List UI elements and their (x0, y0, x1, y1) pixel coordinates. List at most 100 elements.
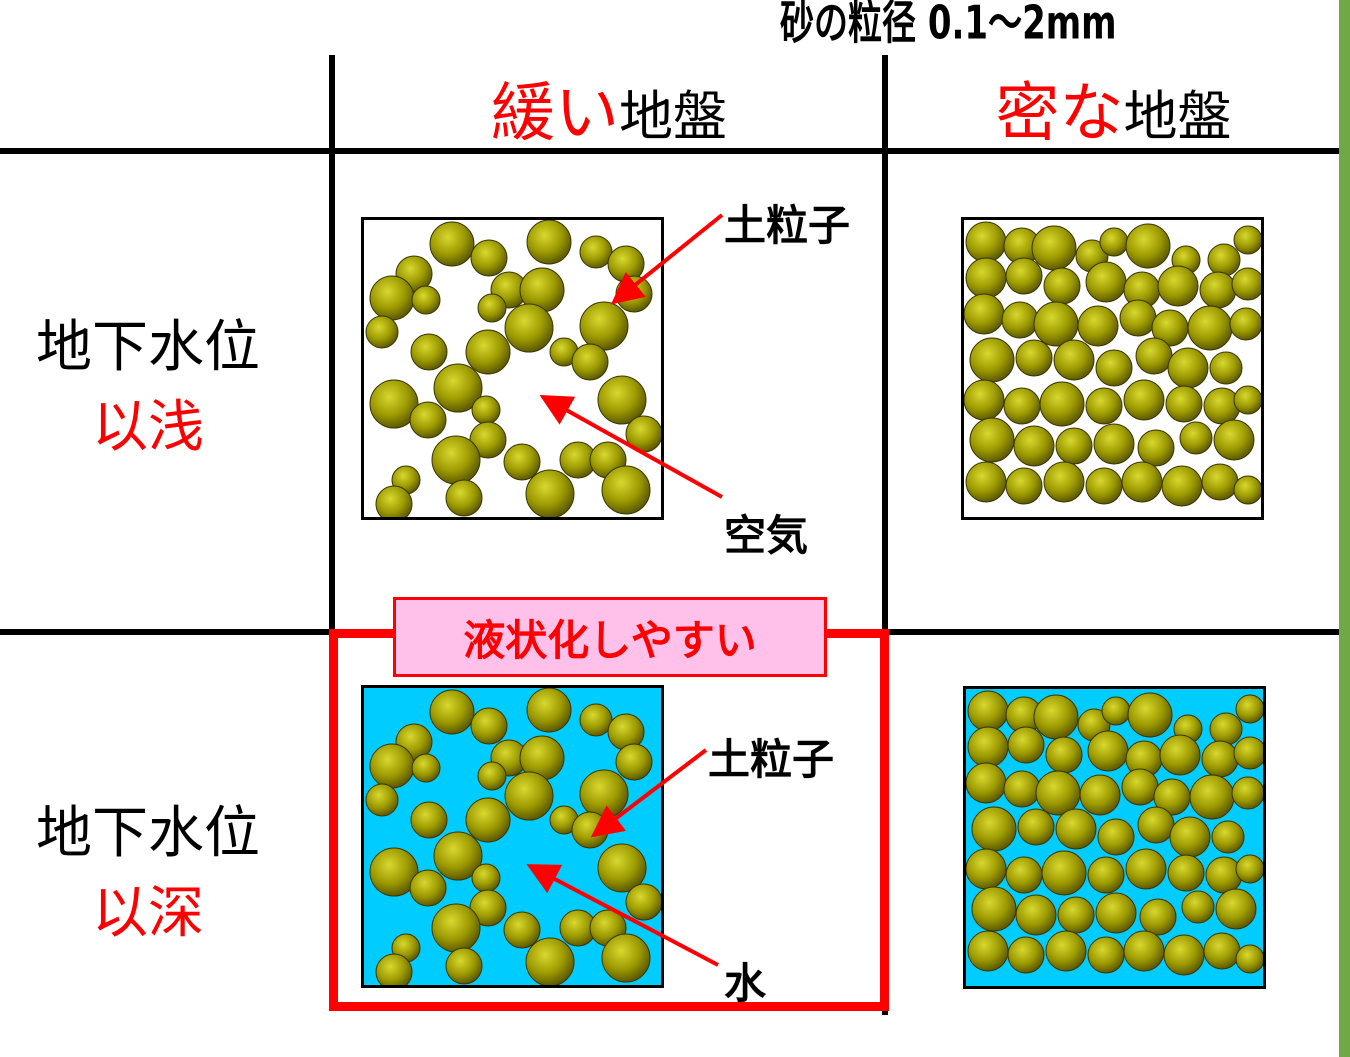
dense-wet-particle (1095, 892, 1137, 934)
dense-dry-particle (1085, 387, 1123, 425)
grid-line-top (0, 148, 1339, 154)
column-header-loose: 緩い地盤 (336, 62, 882, 154)
dense-dry-particle (1043, 461, 1085, 503)
row-header-shallow: 地下水位 以浅 (8, 308, 288, 468)
dense-dry-particle (1209, 351, 1243, 385)
dense-dry-particle (1005, 467, 1043, 505)
dense-dry-particle (1157, 265, 1199, 307)
loose-dry-particle (525, 469, 575, 517)
loose-wet-particle (504, 771, 554, 821)
column-header-loose-emphasis: 緩い (491, 77, 619, 151)
loose-dry-particle (470, 239, 508, 277)
arrow-to-water (526, 864, 719, 967)
dense-dry-particle (1233, 475, 1261, 505)
loose-wet-particle (615, 743, 653, 781)
loose-wet-particle (375, 953, 413, 985)
dense-wet-particle (1007, 726, 1045, 764)
label-air: 空気 (724, 511, 809, 560)
loose-wet-particle (369, 847, 419, 897)
dense-dry-particle (1229, 307, 1261, 341)
loose-wet-particle (410, 801, 448, 839)
arrow-to-air (539, 395, 723, 499)
loose-dry-particle (445, 479, 483, 517)
side-bar (1339, 0, 1350, 1057)
dense-dry-particle (1231, 267, 1261, 301)
dense-dry-particle (969, 417, 1015, 463)
row-header-deep-line2: 以深 (92, 881, 204, 946)
row-header-deep: 地下水位 以深 (8, 794, 288, 954)
dense-dry-particle (1213, 419, 1255, 461)
loose-wet-particle (525, 937, 575, 985)
dense-dry-particle (1055, 427, 1093, 465)
dense-wet-particle (1211, 820, 1245, 854)
dense-wet-particle (1181, 890, 1215, 924)
loose-wet-particle (433, 831, 483, 881)
dense-wet-particles (966, 690, 1263, 976)
dense-dry-particle (1125, 223, 1171, 269)
loose-wet-particle (503, 911, 541, 949)
label-water: 水 (724, 959, 767, 1008)
loose-wet-particle (465, 797, 511, 843)
loose-wet-particle (477, 761, 507, 791)
row-header-shallow-line2: 以浅 (92, 395, 204, 460)
loose-dry-particle (503, 443, 541, 481)
loose-wet-particle (597, 843, 647, 893)
dense-saturated-soil-box (963, 686, 1266, 989)
loose-dry-particle (409, 401, 447, 439)
dense-wet-particle (1235, 854, 1263, 884)
dense-dry-particle (1179, 421, 1213, 455)
loose-dry-particle (571, 343, 609, 381)
loose-saturated-soil-box (361, 685, 664, 988)
loose-wet-particle (445, 947, 483, 985)
dense-wet-particle (971, 886, 1017, 932)
liquefaction-callout: 液状化しやすい (393, 597, 827, 677)
loose-dry-particle (433, 363, 483, 413)
dense-wet-particle (1125, 848, 1167, 890)
loose-dry-particle (597, 375, 647, 425)
dense-dry-particle (1137, 429, 1175, 467)
dense-wet-particle (1231, 776, 1263, 810)
loose-dry-particle (504, 303, 554, 353)
arrow-to-particle-bottom (590, 748, 708, 838)
label-soil-particle-bottom: 土粒子 (708, 735, 835, 784)
dense-dry-particle (1005, 257, 1043, 295)
dense-wet-particle (1127, 692, 1173, 738)
grain-size-note: 砂の粒径 0.1～2mm (780, 0, 1117, 51)
loose-wet-particle (411, 753, 441, 783)
dense-dry-particle (1039, 381, 1085, 427)
dense-dry-particle (1093, 423, 1135, 465)
column-header-dense: 密な地盤 (888, 62, 1339, 154)
loose-dry-particle (369, 379, 419, 429)
dense-dry-particles (964, 221, 1261, 507)
loose-dry-particle (526, 220, 572, 265)
dense-wet-particle (1235, 944, 1263, 974)
dense-wet-particle (1167, 854, 1205, 892)
arrow-to-particle-top (610, 213, 724, 305)
loose-dry-particle (375, 485, 413, 517)
dense-wet-particle (1097, 818, 1135, 856)
dense-dry-particle (1015, 339, 1053, 377)
dense-wet-particle (1041, 850, 1087, 896)
dense-wet-particle (1045, 930, 1087, 972)
dense-wet-particle (1017, 808, 1055, 846)
grid-line-vertical-2 (882, 55, 888, 1015)
loose-wet-particle (625, 883, 661, 921)
dense-dry-soil-box (961, 217, 1264, 520)
dense-wet-particle (1235, 694, 1263, 724)
loose-dry-particle (477, 293, 507, 323)
label-soil-particle-top: 土粒子 (724, 201, 851, 250)
dense-dry-particle (1165, 385, 1203, 423)
dense-wet-particle (1215, 888, 1257, 930)
dense-wet-particle (1233, 736, 1263, 770)
dense-wet-particle (1139, 898, 1177, 936)
loose-wet-particle (526, 688, 572, 733)
loose-dry-particles (365, 220, 661, 517)
loose-wet-particle (409, 869, 447, 907)
dense-dry-particle (1053, 339, 1095, 381)
column-header-loose-suffix: 地盤 (619, 85, 727, 148)
loose-wet-particle (470, 707, 508, 745)
column-header-dense-suffix: 地盤 (1123, 85, 1232, 148)
loose-wet-particle (365, 783, 399, 817)
loose-wet-particle (601, 933, 651, 983)
